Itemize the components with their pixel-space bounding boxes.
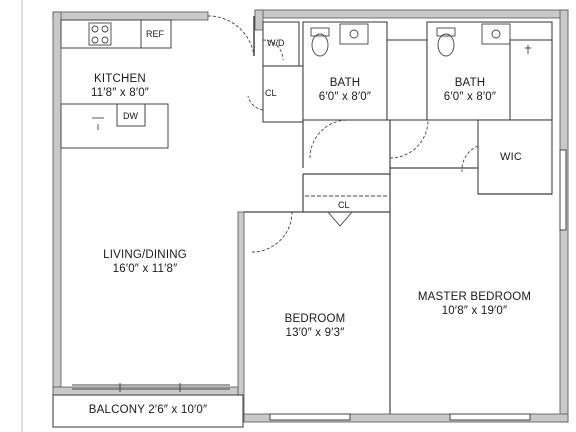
bath2-name: BATH	[454, 77, 486, 89]
kitchen-sink-icon	[92, 117, 104, 130]
bedroom-label: BEDROOM 13′0″ x 9′3″	[260, 312, 370, 340]
bath2-fixtures	[436, 23, 511, 57]
hall-closet-label: CL	[265, 88, 277, 98]
door-swings	[247, 39, 479, 253]
windows	[269, 149, 567, 421]
dw-label: DW	[123, 111, 138, 121]
balcony-door	[72, 383, 230, 392]
kitchen-counters	[60, 19, 172, 149]
bedroom-size: 13′0″ x 9′3″	[285, 327, 345, 339]
living-label: LIVING/DINING 16′0″ x 11′8″	[80, 248, 210, 276]
master-size: 10′8″ x 19′0″	[441, 305, 508, 317]
bath2-size: 6′0″ x 8′0″	[443, 91, 497, 103]
interior-walls	[262, 21, 553, 195]
entry-door-swing	[207, 15, 255, 57]
balcony-label: BALCONY 2′6″ x 10′0″	[88, 404, 208, 416]
bath1-name: BATH	[329, 77, 361, 89]
ref-label: REF	[146, 29, 164, 39]
balcony	[52, 394, 244, 428]
bath2-vanity-icon	[525, 45, 531, 54]
bath1-fixtures	[310, 23, 369, 57]
kitchen-label: KITCHEN 11′8″ x 8′0″	[70, 72, 170, 100]
bath2-label: BATH 6′0″ x 8′0″	[430, 76, 510, 104]
bedroom-name: BEDROOM	[284, 313, 346, 325]
bedroom-closet-label: CL	[338, 200, 350, 210]
bedroom-closet	[305, 195, 388, 227]
wd-label: W/D	[267, 38, 285, 48]
bath1-label: BATH 6′0″ x 8′0″	[305, 76, 385, 104]
hall-walls	[244, 120, 552, 414]
kitchen-name: KITCHEN	[94, 73, 146, 85]
kitchen-size: 11′8″ x 8′0″	[90, 87, 150, 99]
bath1-size: 6′0″ x 8′0″	[318, 91, 372, 103]
master-name: MASTER BEDROOM	[417, 291, 532, 303]
stove-icon	[88, 22, 112, 46]
wic-label: WIC	[500, 151, 522, 163]
living-size: 16′0″ x 11′8″	[112, 263, 178, 275]
living-name: LIVING/DINING	[103, 249, 187, 261]
master-label: MASTER BEDROOM 10′8″ x 19′0″	[402, 290, 547, 318]
